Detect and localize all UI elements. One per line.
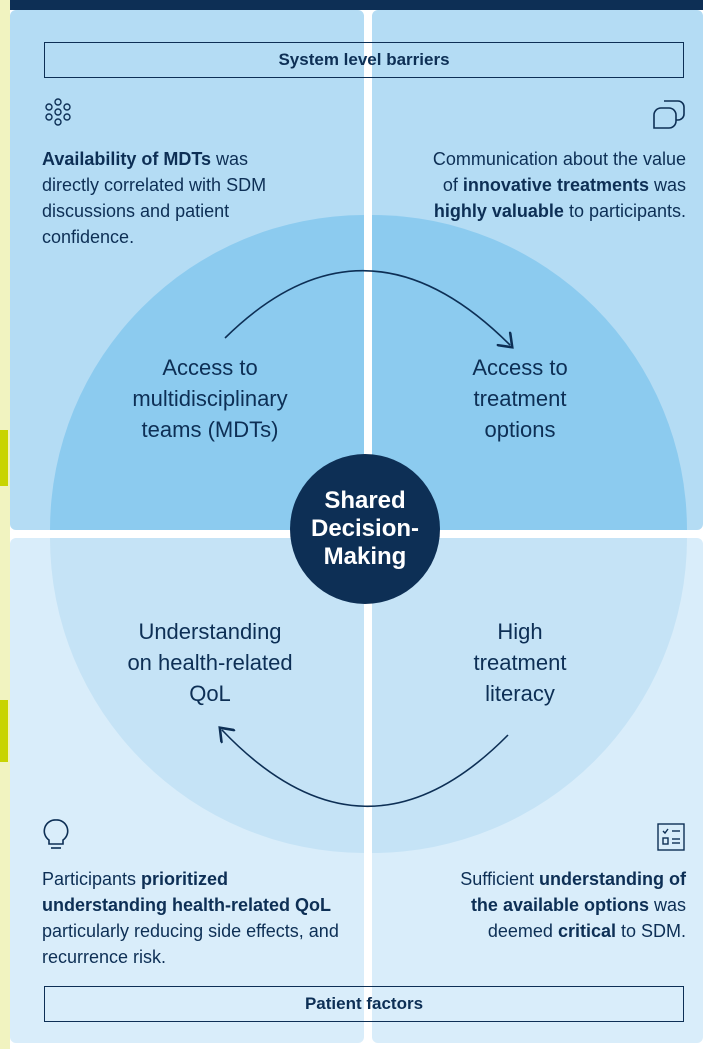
quadrant-label-line: options [484,417,556,442]
quadrant-label-line: multidisciplinary [132,386,288,411]
quadrant-label-line: literacy [485,681,555,706]
callout-text-segment: highly valuable [433,201,564,221]
callout-text-segment: to SDM. [615,921,686,941]
quadrant-label-top-right: Access to treatment options [420,352,620,445]
callout-text-segment: to participants. [563,201,686,221]
center-title-line: Decision- [310,515,420,542]
quadrant-label-line: Access to [162,355,258,380]
callout-text-segment: particularly reducing side effects, and … [42,921,339,967]
callout-text-segment: Participants [42,869,142,889]
top-bar [0,0,703,10]
chat-bubbles-icon [653,100,685,129]
center-title-line: Shared [324,487,406,514]
system-level-barriers-banner: System level barriers [44,42,684,78]
quadrant-label-line: teams (MDTs) [141,417,279,442]
quadrant-label-line: Understanding [138,619,282,644]
shared-decision-making-circle: Shared Decision- Making [290,454,440,604]
patient-factors-banner: Patient factors [44,986,684,1022]
quadrant-label-bottom-left: Understanding on health-related QoL [90,616,330,709]
quadrant-label-line: High [497,619,543,644]
callout-top-left: Availability of MDTs was directly correl… [42,146,310,250]
callout-text-segment: understanding of the available options [470,869,686,915]
callout-text-segment: critical [557,921,616,941]
lightbulb-icon [43,819,69,849]
callout-text-segment: was deemed [487,895,686,941]
quadrant-label-top-left: Access to multidisciplinary teams (MDTs) [90,352,330,445]
petal-bottom-left [50,538,364,853]
callout-text-segment: prioritized understanding health-related… [42,869,332,915]
callout-text-segment: Communication about the value of [432,149,686,195]
callout-text-segment: was [648,175,686,195]
left-accent-strip [0,0,10,1049]
callout-text-segment: was directly correlated with SDM discuss… [42,149,267,247]
callout-bottom-right: Sufficient understanding of the availabl… [445,866,686,944]
quadrant-label-bottom-right: High treatment literacy [430,616,610,709]
callout-text-segment: Sufficient [460,869,539,889]
center-title-line: Making [323,543,407,570]
left-accent-marker-1 [0,430,8,486]
quadrant-label-line: treatment [473,650,567,675]
quadrant-label-line: on health-related [127,650,293,675]
arrow-bottom [222,730,509,808]
checklist-icon [657,823,685,851]
petal-top-left [50,215,364,530]
network-icon [45,98,71,126]
callout-top-right: Communication about the value of innovat… [420,146,686,224]
quadrant-label-line: treatment [473,386,567,411]
callout-text-segment: innovative treatments [462,175,649,195]
petal-top-right [372,215,687,530]
callout-bottom-left: Participants prioritized understanding h… [42,866,342,970]
arrow-top [224,269,510,345]
callout-text-segment: Availability of MDTs [42,149,212,169]
quadrant-label-line: Access to [472,355,568,380]
left-accent-marker-2 [0,700,8,762]
petal-bottom-right [372,538,687,853]
quadrant-label-line: QoL [189,681,231,706]
